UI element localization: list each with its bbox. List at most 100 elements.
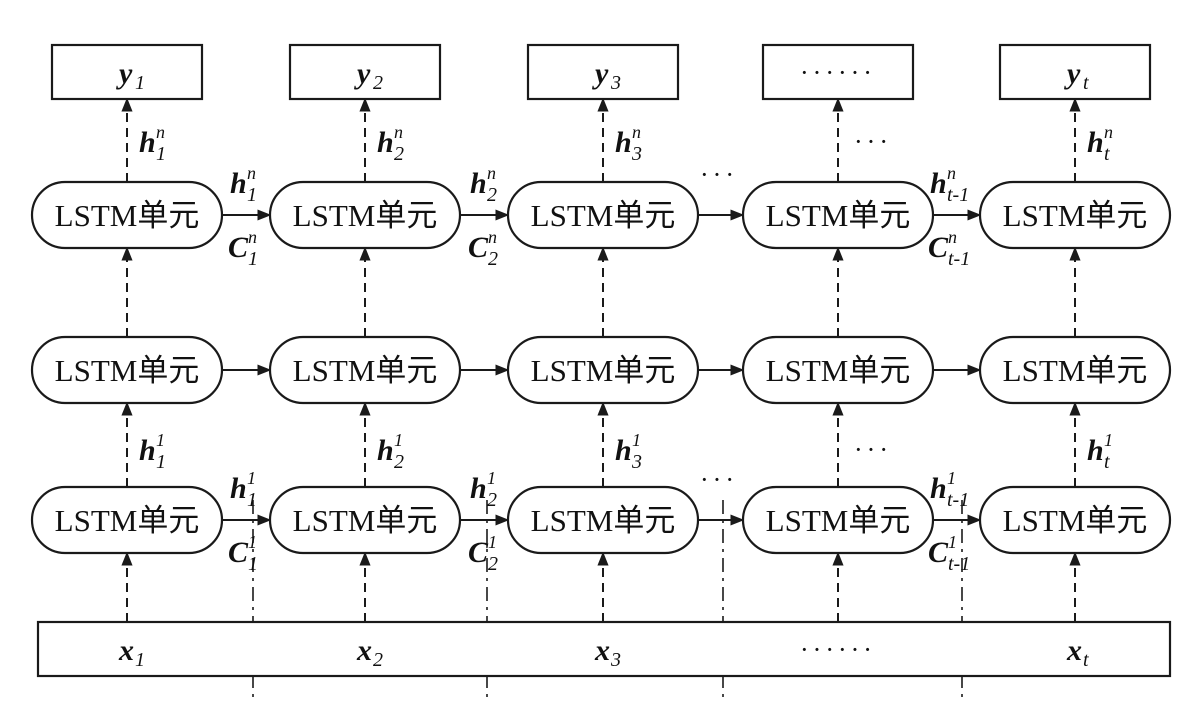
bottom-horizontal-h-label-sub: 1 — [247, 489, 257, 511]
top-horizontal-h-label: h — [230, 167, 247, 200]
bottom-vertical-label-sub: t — [1104, 451, 1110, 473]
bottom-horizontal-c-label-sup: 1 — [248, 532, 257, 552]
bottom-horizontal-c-label: C — [228, 536, 249, 569]
input-label: x — [356, 634, 372, 667]
lstm-cell-r1-c2 — [268, 180, 462, 250]
top-horizontal-c-label: C — [228, 231, 249, 264]
top-vertical-label-sup: n — [632, 122, 641, 142]
bottom-vertical-label-sub: 1 — [156, 451, 166, 473]
bottom-horizontal-h-label-sup: 1 — [247, 468, 256, 488]
top-vertical-label-sub: 2 — [394, 143, 404, 165]
lstm-cell-label: LSTM单元 — [1003, 353, 1148, 388]
top-horizontal-c-label-sup: n — [948, 227, 957, 247]
lstm-cell-label: LSTM单元 — [55, 353, 200, 388]
top-horizontal-h-label-sup: n — [947, 163, 956, 183]
input-label: x — [118, 634, 134, 667]
lstm-cell-r2-c3 — [506, 335, 700, 405]
bottom-horizontal-c-label-sup: 1 — [488, 532, 497, 552]
top-vertical-label: h — [139, 126, 156, 159]
input-ellipsis: ······ — [800, 635, 876, 664]
bottom-horizontal-h-label: h — [230, 472, 247, 505]
top-vertical-label-sub: 3 — [631, 143, 642, 165]
lstm-cell-r3-c1 — [30, 485, 224, 555]
lstm-cell-label: LSTM单元 — [1003, 198, 1148, 233]
input-label-sub: t — [1083, 649, 1089, 671]
lstm-cell-r3-c3 — [506, 485, 700, 555]
lstm-cell-r1-c3 — [506, 180, 700, 250]
lstm-cell-r1-c4 — [741, 180, 935, 250]
top-horizontal-h-label-sup: n — [487, 163, 496, 183]
top-horizontal-h-label-sub: t-1 — [947, 184, 969, 206]
top-vertical-label-sup: n — [1104, 122, 1113, 142]
input-label: x — [1066, 634, 1082, 667]
bottom-horizontal-c-label: C — [928, 536, 949, 569]
bottom-horizontal-ellipsis: ··· — [700, 465, 738, 494]
lstm-cell-label: LSTM单元 — [531, 198, 676, 233]
top-horizontal-c-label-sup: n — [248, 227, 257, 247]
output-label-sub: t — [1083, 72, 1089, 94]
bottom-horizontal-h-label: h — [930, 472, 947, 505]
input-label-sub: 3 — [610, 649, 621, 671]
lstm-cell-r3-c2 — [268, 485, 462, 555]
lstm-cell-r1-c1 — [30, 180, 224, 250]
output-label: y — [116, 57, 133, 90]
top-horizontal-c-label-sup: n — [488, 227, 497, 247]
output-ellipsis: ······ — [800, 58, 876, 87]
bottom-horizontal-c-label-sub: 1 — [248, 553, 258, 575]
lstm-cell-label: LSTM单元 — [766, 353, 911, 388]
lstm-cell-r3-c4 — [741, 485, 935, 555]
top-vertical-ellipsis: ··· — [854, 127, 892, 156]
top-vertical-label-sup: n — [156, 122, 165, 142]
lstm-cell-label: LSTM单元 — [293, 353, 438, 388]
input-label-sub: 2 — [373, 649, 383, 671]
top-horizontal-h-label: h — [930, 167, 947, 200]
output-label: y — [592, 57, 609, 90]
output-label: y — [1064, 57, 1081, 90]
bottom-horizontal-c-label-sup: 1 — [948, 532, 957, 552]
lstm-cell-label: LSTM单元 — [55, 198, 200, 233]
top-horizontal-c-label: C — [928, 231, 949, 264]
output-label-sub: 3 — [610, 72, 621, 94]
output-box-c3 — [526, 43, 680, 101]
lstm-cell-label: LSTM单元 — [766, 198, 911, 233]
bottom-horizontal-h-label: h — [470, 472, 487, 505]
bottom-horizontal-h-label-sub: 2 — [487, 489, 497, 511]
bottom-horizontal-c-label-sub: 2 — [488, 553, 498, 575]
top-horizontal-h-label-sup: n — [247, 163, 256, 183]
lstm-cell-label: LSTM单元 — [293, 198, 438, 233]
lstm-cell-label: LSTM单元 — [293, 503, 438, 538]
bottom-horizontal-h-label-sup: 1 — [487, 468, 496, 488]
bottom-horizontal-h-label-sup: 1 — [947, 468, 956, 488]
top-horizontal-h-label-sub: 2 — [487, 184, 497, 206]
bottom-vertical-label-sup: 1 — [632, 430, 641, 450]
lstm-cell-r2-c4 — [741, 335, 935, 405]
top-horizontal-ellipsis: ··· — [700, 160, 738, 189]
output-label-sub: 1 — [135, 72, 145, 94]
lstm-cell-r2-c5 — [978, 335, 1172, 405]
lstm-cell-label: LSTM单元 — [531, 353, 676, 388]
lstm-cell-r1-c5 — [978, 180, 1172, 250]
output-box-c1 — [50, 43, 204, 101]
bottom-vertical-label-sup: 1 — [1104, 430, 1113, 450]
bottom-horizontal-c-label: C — [468, 536, 489, 569]
top-vertical-label-sup: n — [394, 122, 403, 142]
output-box-c5 — [998, 43, 1152, 101]
bottom-horizontal-h-label-sub: t-1 — [947, 489, 969, 511]
top-horizontal-c-label-sub: 2 — [488, 248, 498, 270]
lstm-cell-label: LSTM单元 — [55, 503, 200, 538]
output-box-c2 — [288, 43, 442, 101]
bottom-vertical-label-sup: 1 — [394, 430, 403, 450]
bottom-vertical-label-sub: 3 — [631, 451, 642, 473]
lstm-cell-r3-c5 — [978, 485, 1172, 555]
output-label: y — [354, 57, 371, 90]
bottom-vertical-label: h — [615, 434, 632, 467]
bottom-vertical-label: h — [139, 434, 156, 467]
input-label-sub: 1 — [135, 649, 145, 671]
top-vertical-label-sub: t — [1104, 143, 1110, 165]
output-label-sub: 2 — [373, 72, 383, 94]
top-horizontal-c-label: C — [468, 231, 489, 264]
output-box-c4 — [761, 43, 915, 101]
input-label: x — [594, 634, 610, 667]
lstm-cell-r2-c1 — [30, 335, 224, 405]
